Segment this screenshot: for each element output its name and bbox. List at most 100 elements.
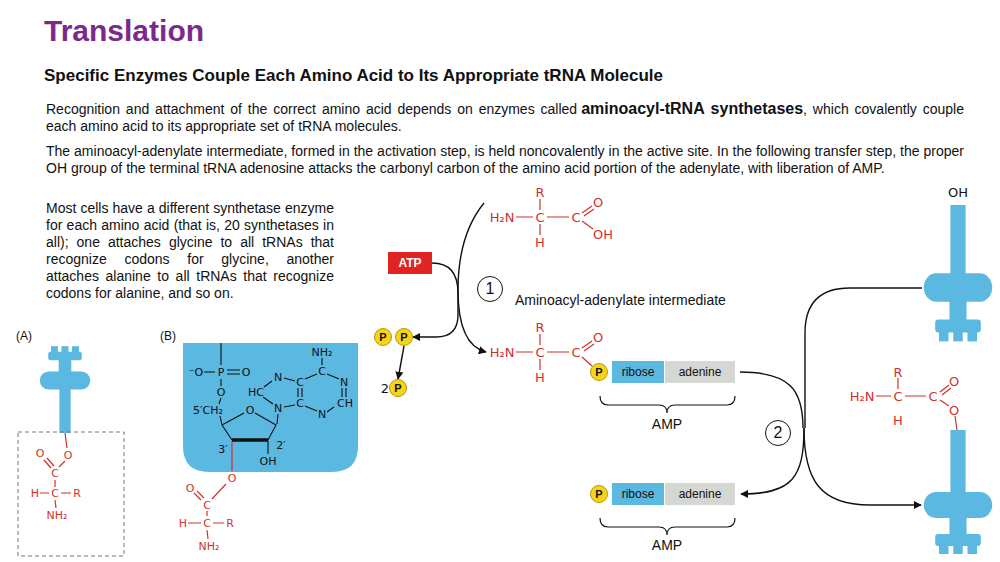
chem-atom: H₂N: [850, 390, 875, 403]
chem-atom: NH₂: [47, 510, 68, 521]
nucleotide-blob: [183, 343, 358, 472]
chem-atom: 5′CH₂: [193, 405, 223, 416]
amp-brace: [600, 396, 735, 535]
phosphate-circle: P: [590, 363, 608, 381]
chem-atom: O: [593, 196, 603, 209]
node-text: 2: [774, 424, 783, 442]
chem-atom: H: [535, 236, 545, 249]
chem-atom: C: [51, 468, 59, 479]
chem-atom: CH: [337, 398, 353, 409]
chem-atom: H: [31, 488, 39, 499]
paragraph: Recognition and attachment of the correc…: [46, 100, 964, 135]
chem-atom: C: [296, 377, 304, 388]
paragraph: The aminoacyl-adenylate intermediate, fo…: [46, 143, 964, 177]
chem-atom: OH: [593, 228, 613, 241]
node-text: ribose: [622, 365, 655, 379]
chem-atom: O: [949, 375, 959, 388]
chem-atom: N: [340, 377, 348, 388]
chem-atom: C: [571, 346, 580, 359]
nucleotide-bonds: [204, 343, 346, 454]
phosphate-circle: P: [374, 328, 392, 346]
chem-atom: H: [893, 414, 903, 427]
panel-label: (B): [160, 329, 176, 343]
chem-atom: C: [203, 500, 211, 511]
chem-atom: O: [217, 387, 226, 398]
reaction-arrow: [398, 346, 404, 379]
panel-label: (A): [16, 329, 32, 343]
chem-atom: NH₂: [312, 347, 333, 358]
chem-atom: C: [535, 211, 544, 224]
chem-atom: C: [571, 211, 580, 224]
chem-atom: OH: [948, 186, 968, 199]
chem-atom: R: [535, 186, 544, 199]
chem-atom: R: [893, 366, 902, 379]
atp-box: ATP: [388, 252, 432, 274]
chem-atom: HC: [248, 387, 264, 398]
chem-atom: C: [203, 518, 211, 529]
node-text: ATP: [398, 256, 421, 270]
node-text: P: [394, 382, 401, 394]
chem-atom: C: [928, 390, 937, 403]
node-text: ribose: [622, 487, 655, 501]
chem-atom: O: [228, 473, 237, 484]
chem-atom: N: [274, 403, 282, 414]
chem-atom: O: [246, 405, 255, 416]
chem-atom: 2′: [276, 440, 286, 451]
node-text: P: [595, 488, 602, 500]
reaction-arrows: [458, 203, 922, 505]
reaction-arrow: [413, 263, 458, 337]
chem-atom: O: [36, 448, 45, 459]
node-text: 1: [486, 280, 495, 298]
paragraph: Most cells have a different synthetase e…: [46, 200, 334, 302]
chem-atom: N: [318, 409, 326, 420]
chem-atom: N: [274, 372, 282, 383]
chem-atom: P: [218, 367, 225, 378]
key-term: aminoacyl-tRNA synthetases: [581, 100, 803, 117]
chem-atom: C: [51, 488, 59, 499]
step-label: Aminoacyl-adenylate intermediate: [515, 292, 726, 308]
adenine-box: adenine: [665, 361, 735, 383]
callout-number: 2: [765, 420, 791, 446]
slide-title: Translation: [44, 14, 204, 48]
phosphate-circle: P: [389, 379, 407, 397]
chem-atom: O: [242, 367, 251, 378]
ribose-box: ribose: [612, 483, 664, 505]
node-text: adenine: [679, 365, 722, 379]
ribose-box: ribose: [612, 361, 664, 383]
chem-atom: C: [296, 398, 304, 409]
chem-atom: NH₂: [199, 541, 220, 552]
phosphate-circle: P: [590, 485, 608, 503]
chem-atom: ⁻O: [189, 367, 203, 378]
chem-atom: C: [535, 346, 544, 359]
chem-atom: OH: [260, 456, 277, 467]
chem-atom: C: [318, 366, 326, 377]
chem-atom: H₂N: [490, 346, 515, 359]
paragraph-text: Recognition and attachment of the correc…: [46, 101, 577, 117]
chem-atom: C: [893, 390, 902, 403]
node-text: P: [595, 366, 602, 378]
chem-atom: 2: [381, 382, 389, 395]
node-text: P: [400, 331, 407, 343]
phosphate-circle: P: [395, 328, 413, 346]
node-text: P: [379, 331, 386, 343]
node-text: adenine: [679, 487, 722, 501]
chem-atom: 3′: [218, 444, 228, 455]
chem-atom: H₂N: [490, 211, 515, 224]
brace-label: AMP: [652, 538, 682, 552]
bonds: [40, 199, 957, 539]
chem-atom: O: [64, 450, 73, 461]
chem-atom: H: [535, 371, 545, 384]
dashed-box: [18, 432, 124, 556]
callout-number: 1: [477, 276, 503, 302]
chem-atom: R: [73, 488, 81, 499]
adenine-box: adenine: [665, 483, 735, 505]
brace-label: AMP: [652, 417, 682, 431]
chem-atom: O: [593, 331, 603, 344]
chem-atom: O: [949, 404, 959, 417]
subtitle: Specific Enzymes Couple Each Amino Acid …: [44, 66, 663, 86]
chem-atom: R: [226, 518, 234, 529]
chem-atom: H: [179, 518, 187, 529]
chem-atom: R: [535, 321, 544, 334]
chem-atom: O: [186, 483, 195, 494]
